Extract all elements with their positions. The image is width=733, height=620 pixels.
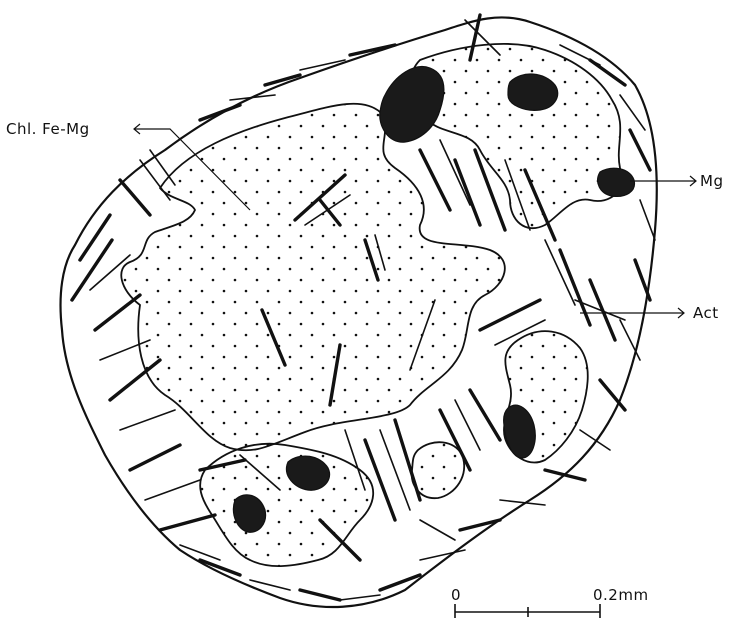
scale-bar-start-label: 0 (451, 586, 461, 604)
scale-bar: 0 0.2mm (451, 586, 649, 618)
label-actinolite: Act (693, 304, 719, 322)
mg-patch-3 (598, 168, 635, 196)
label-mg: Mg (700, 172, 723, 190)
label-chlorite-fe-mg: Chl. Fe-Mg (6, 120, 90, 138)
mg-patch-2 (508, 74, 558, 110)
scale-bar-end-label: 0.2mm (593, 586, 649, 604)
